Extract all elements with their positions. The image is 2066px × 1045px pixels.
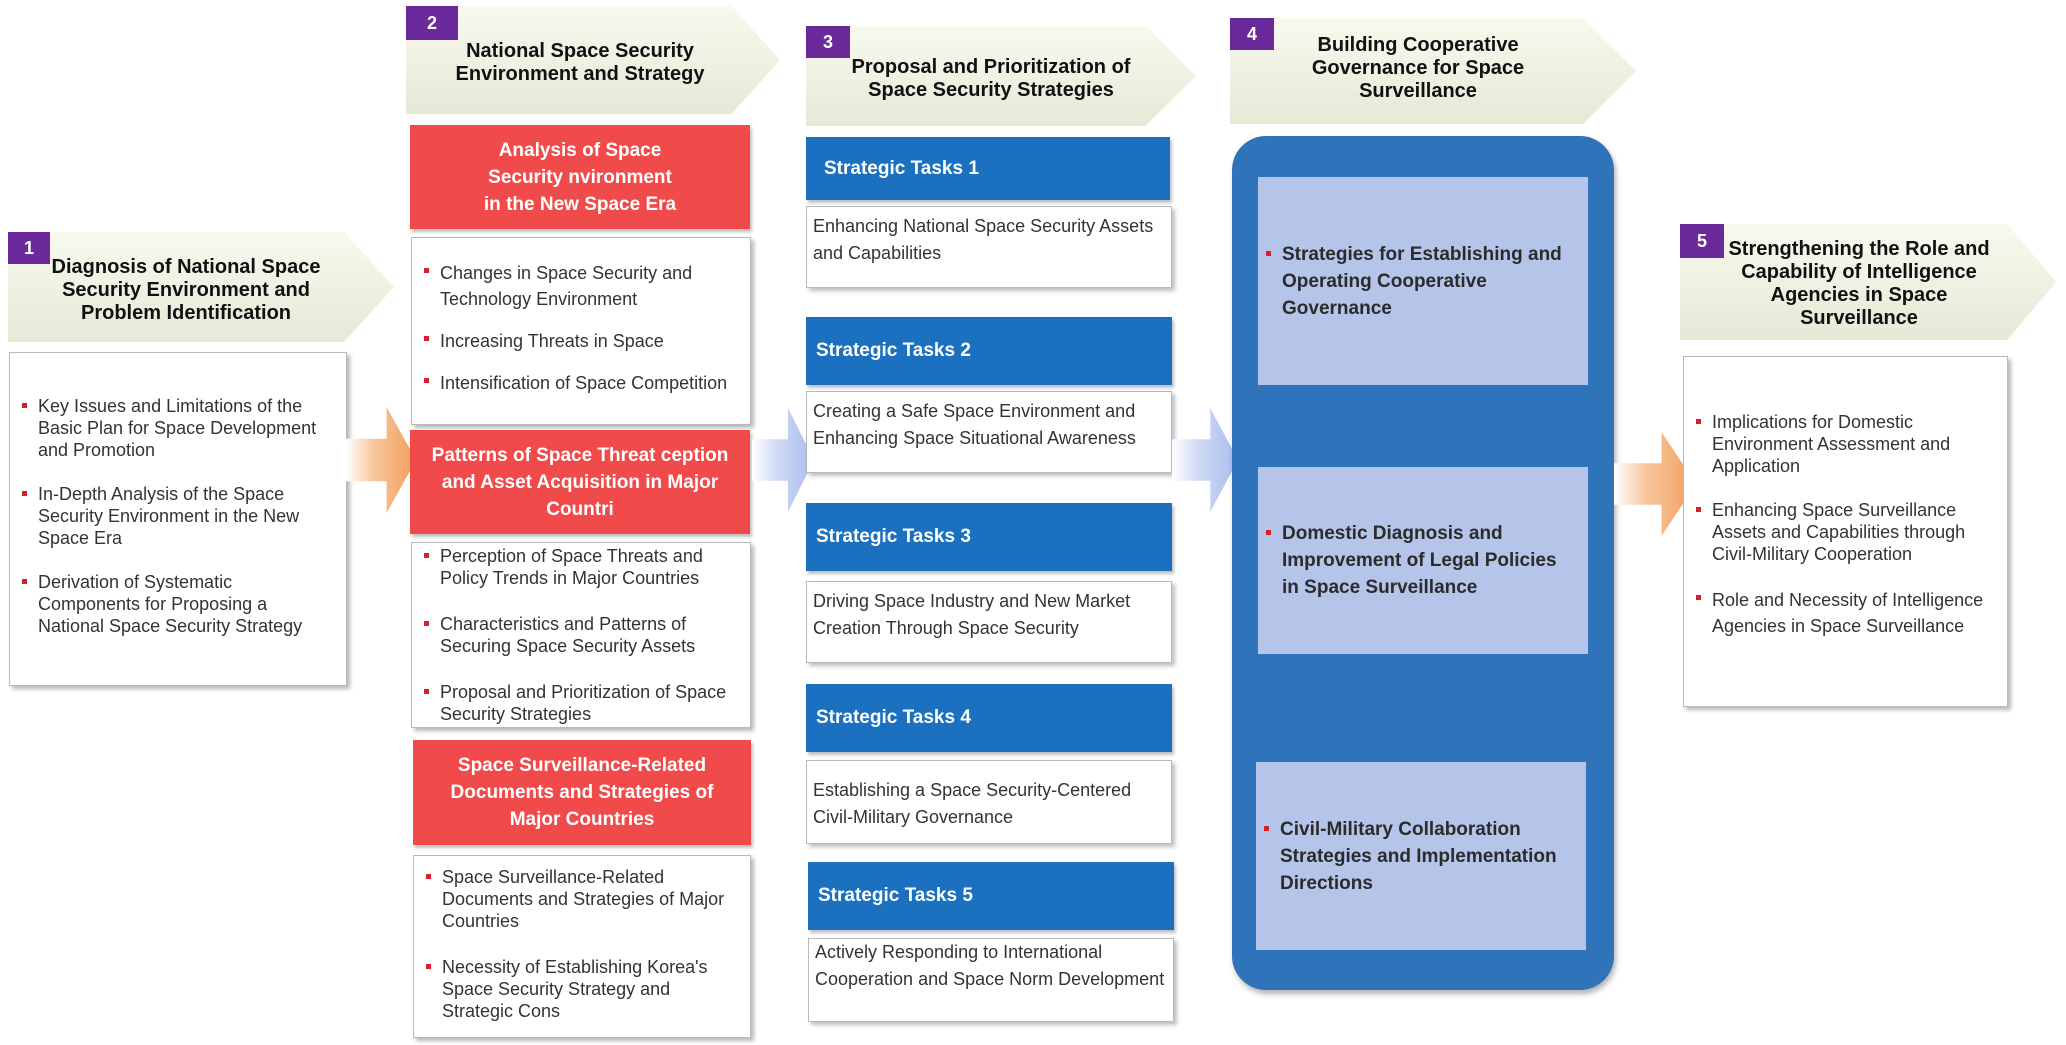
col5-item-1: Implications for Domestic Environment As…	[1692, 411, 1999, 477]
task-4-desc: Establishing a Space Security-Centered C…	[806, 760, 1172, 844]
step-4-header: Building Cooperative Governance for Spac…	[1230, 18, 1636, 124]
step-3-header: Proposal and Prioritization of Space Sec…	[806, 26, 1196, 126]
col5-box: Implications for Domestic Environment As…	[1683, 356, 2008, 707]
col1-item-1: Key Issues and Limitations of the Basic …	[18, 395, 336, 461]
col2-section-1-box: Changes in Space Security and Technology…	[411, 237, 751, 425]
col2-s1-item-1: Changes in Space Security and Technology…	[420, 260, 742, 312]
col2-section-1-header: Analysis of Space Security nvironment in…	[410, 125, 750, 229]
col2-s2-item-2: Characteristics and Patterns of Securing…	[420, 613, 742, 657]
col2-s2-item-1: Perception of Space Threats and Policy T…	[420, 545, 742, 589]
task-4-header: Strategic Tasks 4	[806, 684, 1172, 752]
step-5-title: Strengthening the Role and Capability of…	[1728, 238, 1990, 329]
step-5-badge: 5	[1680, 224, 1724, 258]
task-5-desc: Actively Responding to International Coo…	[808, 938, 1174, 1022]
step-1-badge: 1	[8, 232, 50, 264]
col1-item-3: Derivation of Systematic Components for …	[18, 571, 336, 637]
step-4-title: Building Cooperative Governance for Spac…	[1311, 33, 1525, 102]
step-2-header: National Space Security Environment and …	[406, 6, 780, 114]
step-2-title: National Space Security Environment and …	[455, 40, 705, 85]
col4-card-3: Civil-Military Collaboration Strategies …	[1256, 762, 1586, 950]
task-1-header: Strategic Tasks 1	[806, 137, 1170, 200]
col4-item-1: Strategies for Establishing and Operatin…	[1266, 241, 1578, 322]
task-2-header: Strategic Tasks 2	[806, 317, 1172, 385]
col2-s1-item-3: Intensification of Space Competition	[420, 370, 742, 396]
task-5-header: Strategic Tasks 5	[808, 862, 1174, 930]
task-3-header: Strategic Tasks 3	[806, 503, 1172, 571]
col2-section-2-header: Patterns of Space Threat ception and Ass…	[410, 430, 750, 534]
arrow-3-to-4	[1172, 408, 1238, 512]
step-4-badge: 4	[1230, 18, 1274, 50]
col4-card-1: Strategies for Establishing and Operatin…	[1258, 177, 1588, 385]
col2-s2-item-3: Proposal and Prioritization of Space Sec…	[420, 681, 742, 725]
step-3-badge: 3	[806, 26, 850, 58]
step-2-badge: 2	[406, 6, 458, 40]
col2-s1-item-2: Increasing Threats in Space	[420, 328, 742, 354]
arrow-2-to-3	[752, 408, 814, 512]
col5-item-2: Enhancing Space Surveillance Assets and …	[1692, 499, 1999, 565]
col2-section-3-header: Space Surveillance-Related Documents and…	[413, 740, 751, 845]
col2-section-2-box: Perception of Space Threats and Policy T…	[411, 542, 751, 728]
step-5-header: Strengthening the Role and Capability of…	[1680, 224, 2056, 340]
col5-item-3: Role and Necessity of Intelligence Agenc…	[1692, 587, 1999, 639]
col1-item-2: In-Depth Analysis of the Space Security …	[18, 483, 336, 549]
col4-item-3: Civil-Military Collaboration Strategies …	[1264, 816, 1576, 897]
col4-card-2: Domestic Diagnosis and Improvement of Le…	[1258, 467, 1588, 654]
task-2-desc: Creating a Safe Space Environment and En…	[806, 391, 1172, 473]
arrow-1-to-2	[346, 407, 416, 513]
col2-s3-item-1: Space Surveillance-Related Documents and…	[422, 866, 742, 932]
task-1-desc: Enhancing National Space Security Assets…	[806, 206, 1172, 288]
col2-s3-item-2: Necessity of Establishing Korea's Space …	[422, 956, 742, 1022]
col4-item-2: Domestic Diagnosis and Improvement of Le…	[1266, 520, 1578, 601]
step-3-title: Proposal and Prioritization of Space Sec…	[851, 56, 1131, 101]
task-3-desc: Driving Space Industry and New Market Cr…	[806, 581, 1172, 663]
col1-box: Key Issues and Limitations of the Basic …	[9, 352, 347, 686]
col2-section-3-box: Space Surveillance-Related Documents and…	[413, 855, 751, 1038]
step-1-header: Diagnosis of National Space Security Env…	[8, 232, 394, 342]
step-1-title: Diagnosis of National Space Security Env…	[51, 255, 321, 324]
